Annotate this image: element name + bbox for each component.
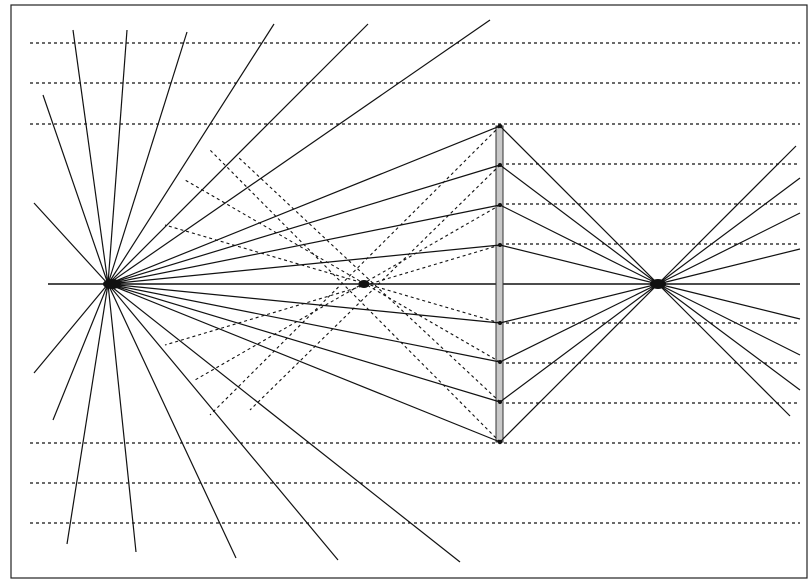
ray [107, 31, 188, 285]
ray [499, 244, 659, 285]
ray [107, 125, 501, 285]
ray [657, 283, 791, 417]
ray [499, 164, 659, 285]
ray [72, 29, 109, 285]
ray [657, 283, 801, 356]
scatter-rays-from-object [33, 19, 491, 563]
construction-ray [164, 244, 501, 346]
lens [495, 125, 504, 443]
ray [107, 283, 501, 363]
ray [657, 283, 801, 320]
ray [107, 283, 501, 403]
ray [657, 248, 801, 285]
construction-ray [184, 179, 501, 363]
ray [107, 29, 128, 285]
object-point [103, 279, 121, 289]
ray [107, 244, 501, 285]
construction-ray [249, 164, 501, 411]
ray [657, 212, 801, 285]
construction-ray [237, 156, 501, 403]
construction-ray [164, 224, 501, 324]
horizontal-dashed-lines [30, 42, 800, 524]
focal-point [358, 280, 370, 288]
ray [107, 283, 461, 563]
ray [499, 283, 659, 363]
lens-point [498, 360, 502, 364]
ray [33, 202, 109, 285]
ray [107, 19, 491, 285]
lens-point [498, 163, 502, 167]
ray [42, 94, 109, 285]
ray [499, 204, 659, 285]
ray [499, 283, 659, 443]
ray [107, 283, 501, 443]
ray [499, 283, 659, 403]
lens-point [498, 203, 502, 207]
lens-point [498, 243, 502, 247]
ray [657, 283, 801, 391]
ray [107, 283, 137, 553]
ray [499, 125, 659, 285]
ray [107, 283, 237, 559]
construction-ray [209, 125, 501, 416]
ray [107, 164, 501, 285]
ray [107, 23, 275, 285]
lens-point [497, 439, 503, 445]
lens-point [497, 123, 503, 129]
ray [107, 283, 339, 561]
rays-beyond-image [657, 145, 801, 417]
ray [66, 283, 109, 545]
ray [107, 23, 369, 285]
ray [52, 283, 109, 421]
dotted-construction-rays [164, 125, 501, 443]
ray [657, 177, 801, 285]
ray [657, 145, 797, 285]
construction-ray [194, 204, 501, 381]
image-point [650, 279, 666, 289]
lens-ray-endpoints [497, 123, 503, 445]
ray [33, 283, 109, 374]
lens-point [498, 400, 502, 404]
rays-lens-to-image [499, 125, 659, 443]
ray [499, 283, 659, 324]
lens-point [498, 321, 502, 325]
frame-border [10, 4, 808, 579]
construction-ray [209, 149, 501, 443]
